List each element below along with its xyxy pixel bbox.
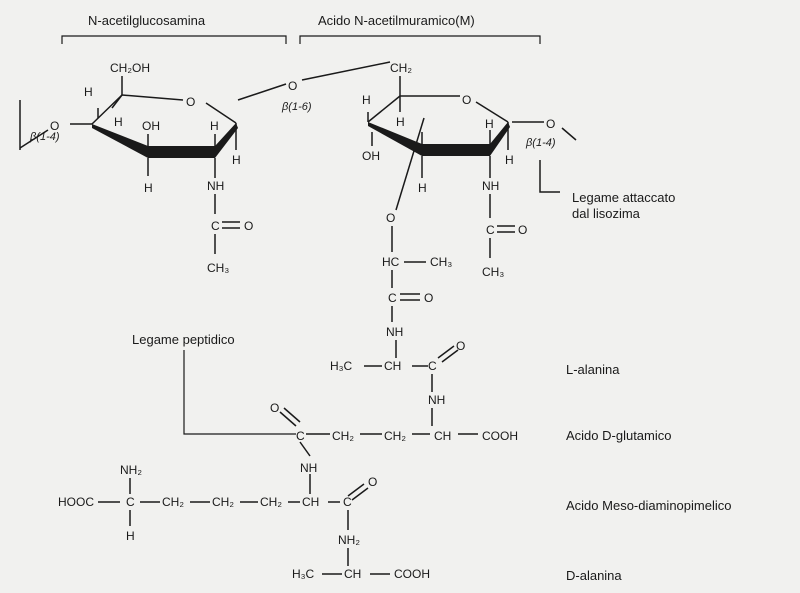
atom-nh2-dala: NH₂ bbox=[338, 533, 360, 547]
atom-cooh-glu: COOH bbox=[482, 429, 518, 443]
atom-c-left: C bbox=[211, 219, 220, 233]
atom-h-left-3: H bbox=[210, 119, 219, 133]
atom-ch-ala: CH bbox=[384, 359, 401, 373]
atom-ch2-right: CH₂ bbox=[390, 61, 412, 75]
label-lysozyme-line1: Legame attaccato bbox=[572, 190, 675, 205]
atom-nh2-dap-top: NH₂ bbox=[120, 463, 142, 477]
label-d-ala: D-alanina bbox=[566, 568, 622, 583]
atom-h-left-5: H bbox=[232, 153, 241, 167]
peptide-bond-pointer bbox=[183, 350, 296, 435]
peptide-chain-bonds bbox=[98, 226, 478, 575]
atom-c-lactyl: C bbox=[388, 291, 397, 305]
atom-o-ala: O bbox=[456, 339, 465, 353]
beta-1-6-bridge bbox=[237, 61, 391, 101]
atom-ch-glu: CH bbox=[434, 429, 451, 443]
atom-nh-right: NH bbox=[482, 179, 499, 193]
atom-h-right-2: H bbox=[396, 115, 405, 129]
atom-h-dap: H bbox=[126, 529, 135, 543]
atom-o-glyco-right: O bbox=[546, 117, 555, 131]
atom-ch2-dap-2: CH₂ bbox=[212, 495, 234, 509]
label-lysozyme-line2: dal lisozima bbox=[572, 206, 641, 221]
heading-bracket-nag bbox=[61, 35, 287, 44]
atom-o-dap: O bbox=[368, 475, 377, 489]
label-l-ala: L-alanina bbox=[566, 362, 620, 377]
atom-nh-ala: NH bbox=[386, 325, 403, 339]
atom-h-right-1: H bbox=[362, 93, 371, 107]
atom-c-right: C bbox=[486, 223, 495, 237]
atom-h-left-2: H bbox=[114, 115, 123, 129]
linkage-beta-1-4-right: β(1-4) bbox=[525, 137, 556, 149]
atom-o-left-carbonyl: O bbox=[244, 219, 253, 233]
atom-oh-right: OH bbox=[362, 149, 380, 163]
heading-bracket-nam bbox=[299, 35, 541, 44]
nag-ring bbox=[19, 76, 240, 254]
nam-ring bbox=[367, 76, 577, 258]
atom-ring-o-right: O bbox=[462, 93, 471, 107]
atom-ch-dap: CH bbox=[302, 495, 319, 509]
atom-h-right-5: H bbox=[505, 153, 514, 167]
atom-ch2-dap-3: CH₂ bbox=[260, 495, 282, 509]
atom-o-glu: O bbox=[270, 401, 279, 415]
atom-nh-left: NH bbox=[207, 179, 224, 193]
atom-ch-dala: CH bbox=[344, 567, 361, 581]
label-peptide-bond: Legame peptidico bbox=[132, 332, 235, 347]
atom-ch3-right: CH₃ bbox=[482, 265, 504, 279]
atom-cooh-dala: COOH bbox=[394, 567, 430, 581]
linkage-beta-1-6: β(1-6) bbox=[281, 101, 312, 113]
label-d-glu: Acido D-glutamico bbox=[566, 428, 672, 443]
atom-h-left-4: H bbox=[144, 181, 153, 195]
atom-nh-glu: NH bbox=[428, 393, 445, 407]
atom-h3c-ala: H₃C bbox=[330, 359, 353, 373]
heading-nag: N-acetilglucosamina bbox=[88, 13, 206, 28]
atom-ch2-glu-1: CH₂ bbox=[332, 429, 354, 443]
atom-c-ala: C bbox=[428, 359, 437, 373]
label-dap: Acido Meso-diaminopimelico bbox=[566, 498, 731, 513]
atom-o-lactyl-carbonyl: O bbox=[424, 291, 433, 305]
atom-o-bridge: O bbox=[288, 79, 297, 93]
atom-o-glyco-left: O bbox=[50, 119, 59, 133]
atom-ch3-left: CH₃ bbox=[207, 261, 229, 275]
atom-c-glu: C bbox=[296, 429, 305, 443]
atom-o-lactyl: O bbox=[386, 211, 395, 225]
atom-ch2oh: CH₂OH bbox=[110, 61, 150, 75]
atom-oh-left: OH bbox=[142, 119, 160, 133]
atom-h-right-3: H bbox=[485, 117, 494, 131]
atom-h3c-dala: H₃C bbox=[292, 567, 315, 581]
atom-h-right-4: H bbox=[418, 181, 427, 195]
atom-hooc-dap: HOOC bbox=[58, 495, 94, 509]
atom-ring-o-left: O bbox=[186, 95, 195, 109]
atom-hc-lactyl: HC bbox=[382, 255, 400, 269]
heading-nam: Acido N-acetilmuramico(M) bbox=[318, 13, 475, 28]
atom-o-right-carbonyl: O bbox=[518, 223, 527, 237]
atom-ch3-lactyl: CH₃ bbox=[430, 255, 452, 269]
linkage-beta-1-4-left: β(1-4) bbox=[29, 131, 60, 143]
atom-h-left-1: H bbox=[84, 85, 93, 99]
atom-ch2-dap-1: CH₂ bbox=[162, 495, 184, 509]
atom-ch2-glu-2: CH₂ bbox=[384, 429, 406, 443]
atom-c-dap-carbonyl: C bbox=[343, 495, 352, 509]
atom-nh-dap: NH bbox=[300, 461, 317, 475]
atom-c-dap: C bbox=[126, 495, 135, 509]
